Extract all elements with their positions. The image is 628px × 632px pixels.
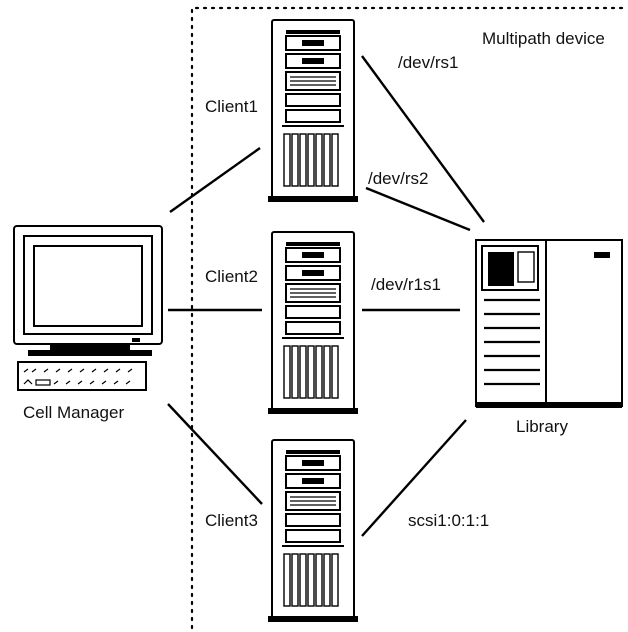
tower-server-icon [267, 439, 359, 623]
tower-server-icon [267, 19, 359, 203]
client1-label: Client1 [205, 97, 258, 116]
multipath-device-label: Multipath device [482, 29, 605, 48]
tower-server-icon [267, 231, 359, 415]
tape-library-icon [475, 239, 623, 408]
path-label-scsi: scsi1:0:1:1 [408, 511, 490, 530]
library-label: Library [516, 417, 568, 436]
link-cellmanager-client3 [167, 403, 263, 505]
path-label-r1s1: /dev/r1s1 [371, 275, 441, 294]
path-label-rs1: /dev/rs1 [398, 53, 459, 72]
workstation-icon [13, 225, 163, 391]
link-client1-library-rs1 [361, 55, 485, 223]
client2-label: Client2 [205, 267, 258, 286]
client3-label: Client3 [205, 511, 258, 530]
link-cellmanager-client1 [169, 147, 261, 213]
link-client3-library-scsi [361, 419, 467, 537]
cell-manager-label: Cell Manager [23, 403, 125, 422]
path-label-rs2: /dev/rs2 [368, 169, 429, 188]
link-client1-library-rs2 [365, 186, 471, 232]
